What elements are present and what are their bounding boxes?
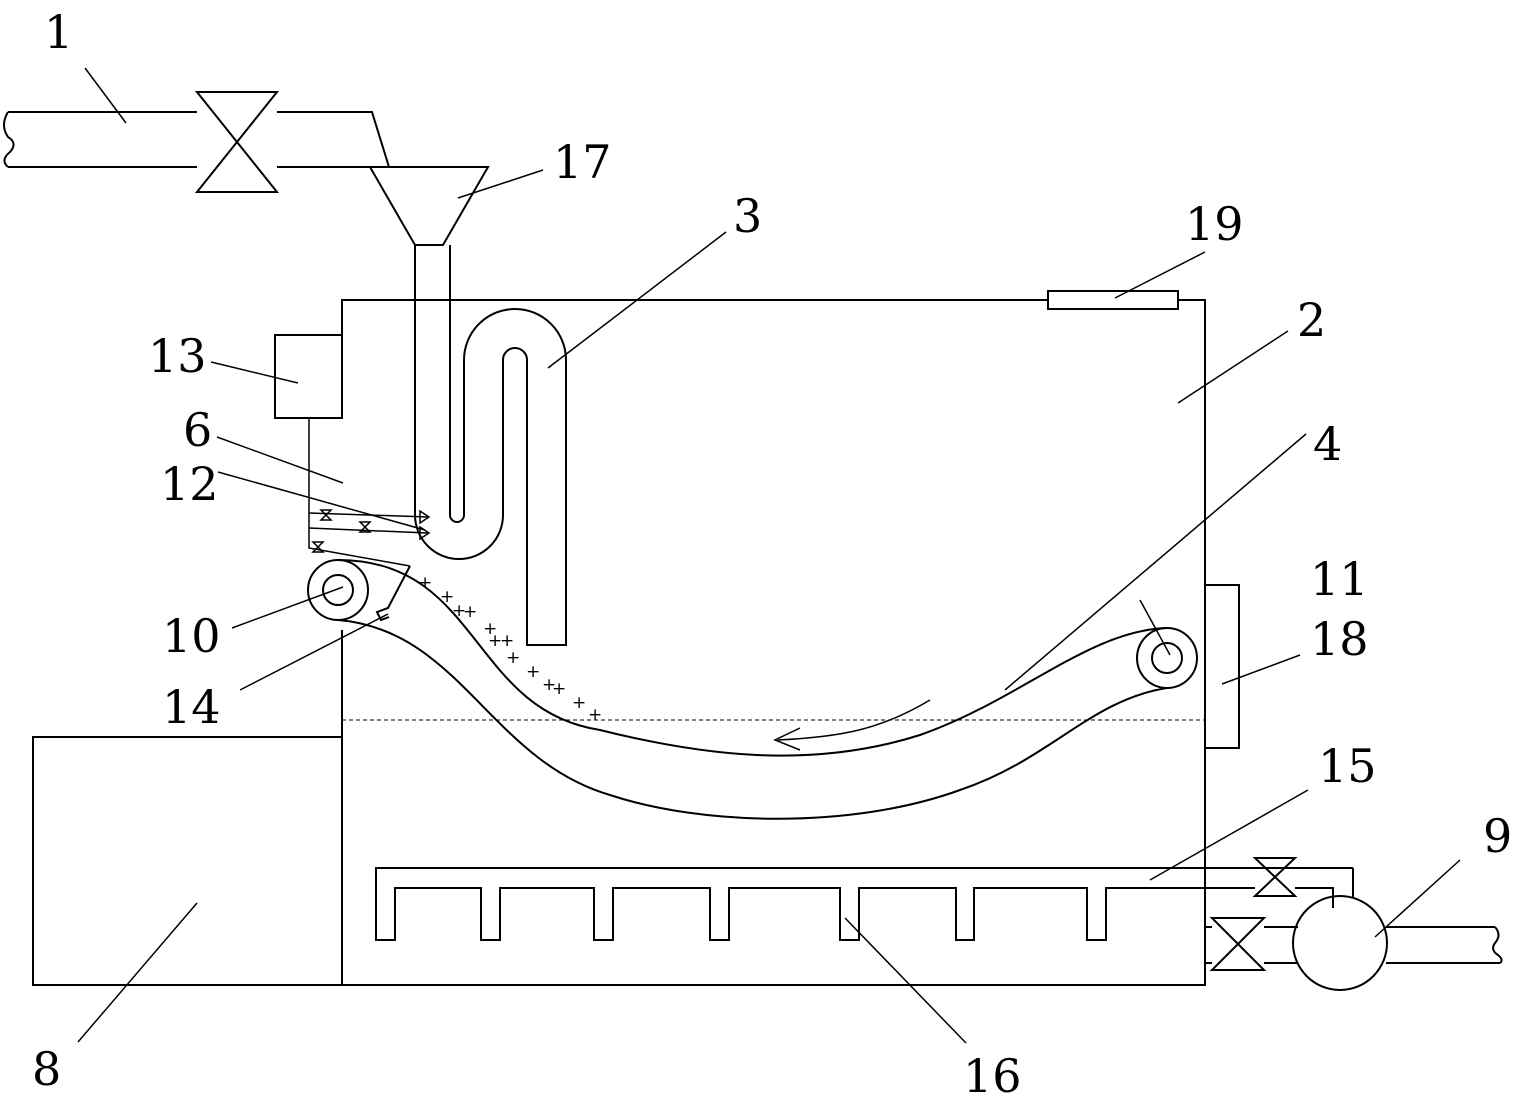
spray-control-box [274,334,411,567]
particle: + [506,648,520,668]
label-8: 8 [32,1042,61,1096]
particles: + + + + + + + + + + + + + [418,573,602,725]
label-3: 3 [733,189,762,243]
particle: + [452,601,466,621]
label-1: 1 [44,5,73,59]
label-13: 13 [148,329,207,383]
scraper-plate [375,565,411,622]
conveyor-belt [337,559,1168,820]
label-18: 18 [1310,612,1369,666]
side-outlet-box [1204,584,1240,749]
inlet-valve [194,91,280,193]
label-16: 16 [963,1049,1022,1103]
right-roller [1136,627,1198,689]
top-vent [1047,290,1179,310]
outlet-valve [1209,917,1267,971]
label-15: 15 [1318,739,1377,793]
left-tank [32,736,343,986]
particle: + [526,662,540,682]
left-roller [307,559,369,621]
particle: + [488,631,502,651]
label-10: 10 [162,609,221,663]
label-6: 6 [183,403,212,457]
particle: + [542,675,556,695]
particle: + [418,573,432,593]
label-14: 14 [162,680,221,734]
label-17: 17 [553,135,612,189]
feed-funnel [368,166,490,246]
main-tank [341,299,1206,986]
s-pipe [414,245,567,646]
label-2: 2 [1297,293,1326,347]
label-12: 12 [160,457,219,511]
label-4: 4 [1313,417,1342,471]
belt-direction-arrow [773,699,931,751]
particle: + [440,587,454,607]
label-11: 11 [1310,552,1369,606]
particle: + [588,705,602,725]
distributor-valve [1252,857,1298,897]
label-19: 19 [1185,197,1244,251]
particle: + [552,679,566,699]
distributor-pipe [375,867,1354,941]
particle: + [483,619,497,639]
leader-lines [77,67,1461,1044]
particle: + [500,631,514,651]
outlet-pipe [1205,917,1503,971]
label-9: 9 [1483,809,1512,863]
spray-nozzles [308,509,431,553]
labels: 1 17 3 19 2 13 6 12 4 11 18 10 14 15 9 8… [32,5,1512,1103]
particle: + [572,693,586,713]
inlet-pipe [3,111,390,168]
particle: + [463,602,477,622]
pump [1292,895,1388,991]
